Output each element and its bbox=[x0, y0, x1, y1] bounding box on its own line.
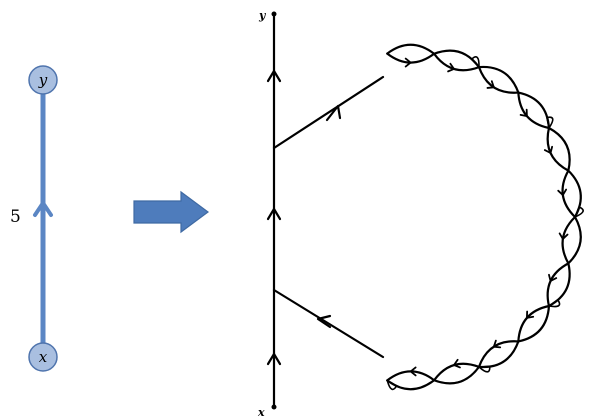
right-diagram bbox=[266, 14, 584, 407]
loop-arrowhead bbox=[486, 80, 495, 89]
node-x-label: x bbox=[39, 348, 48, 366]
loop-arc-inner bbox=[477, 65, 520, 94]
axis-arrow-1 bbox=[266, 69, 282, 83]
loop-curl bbox=[548, 298, 561, 308]
upper-branch-line bbox=[272, 75, 385, 150]
node-x bbox=[28, 342, 58, 372]
loop-chain bbox=[386, 43, 584, 391]
loop-curl bbox=[546, 116, 554, 129]
upper-branch-arrow bbox=[325, 104, 342, 122]
node-y bbox=[28, 65, 58, 95]
loop-arrowhead bbox=[557, 188, 568, 196]
loop-arc-inner bbox=[517, 304, 551, 343]
bottom-endpoint-dot bbox=[271, 404, 277, 410]
loop-arc-inner bbox=[547, 126, 571, 172]
loop-arc-outer bbox=[433, 52, 481, 72]
loop-arrowhead bbox=[543, 145, 554, 154]
loop-curl bbox=[478, 365, 491, 373]
right-top-label: y bbox=[258, 9, 267, 22]
loop-arrowhead bbox=[492, 339, 502, 349]
loop-arrowhead bbox=[404, 57, 412, 68]
node-y-label: y bbox=[38, 71, 48, 89]
loop-arrowhead bbox=[526, 310, 535, 319]
left-graph: y x 5 bbox=[10, 65, 58, 372]
loop-curl bbox=[574, 206, 584, 218]
axis-arrow-2 bbox=[266, 207, 282, 221]
loop-arrowhead bbox=[548, 273, 558, 282]
loop-arc-outer bbox=[386, 370, 436, 382]
lower-branch-line bbox=[272, 288, 385, 359]
loop-arc-inner bbox=[567, 215, 582, 265]
right-bottom-label: x bbox=[257, 406, 265, 419]
loop-arc-inner bbox=[386, 43, 436, 55]
axis-arrow-3 bbox=[266, 352, 282, 366]
loop-arc-outer bbox=[386, 52, 436, 64]
edge-direction-arrowhead bbox=[33, 201, 53, 217]
loop-arrowhead bbox=[447, 62, 455, 73]
loop-arrowhead bbox=[558, 232, 569, 240]
transformation-arrow bbox=[133, 190, 210, 234]
lower-branch-arrow bbox=[316, 314, 332, 329]
loop-arrowhead bbox=[453, 358, 461, 369]
edge-weight-label: 5 bbox=[10, 207, 21, 227]
top-endpoint-dot bbox=[271, 11, 277, 17]
loop-curl bbox=[470, 56, 480, 68]
loop-arrowhead bbox=[519, 108, 528, 117]
loop-arrowhead bbox=[409, 366, 417, 377]
loop-arc-inner bbox=[433, 365, 481, 385]
loop-curl bbox=[386, 379, 398, 391]
